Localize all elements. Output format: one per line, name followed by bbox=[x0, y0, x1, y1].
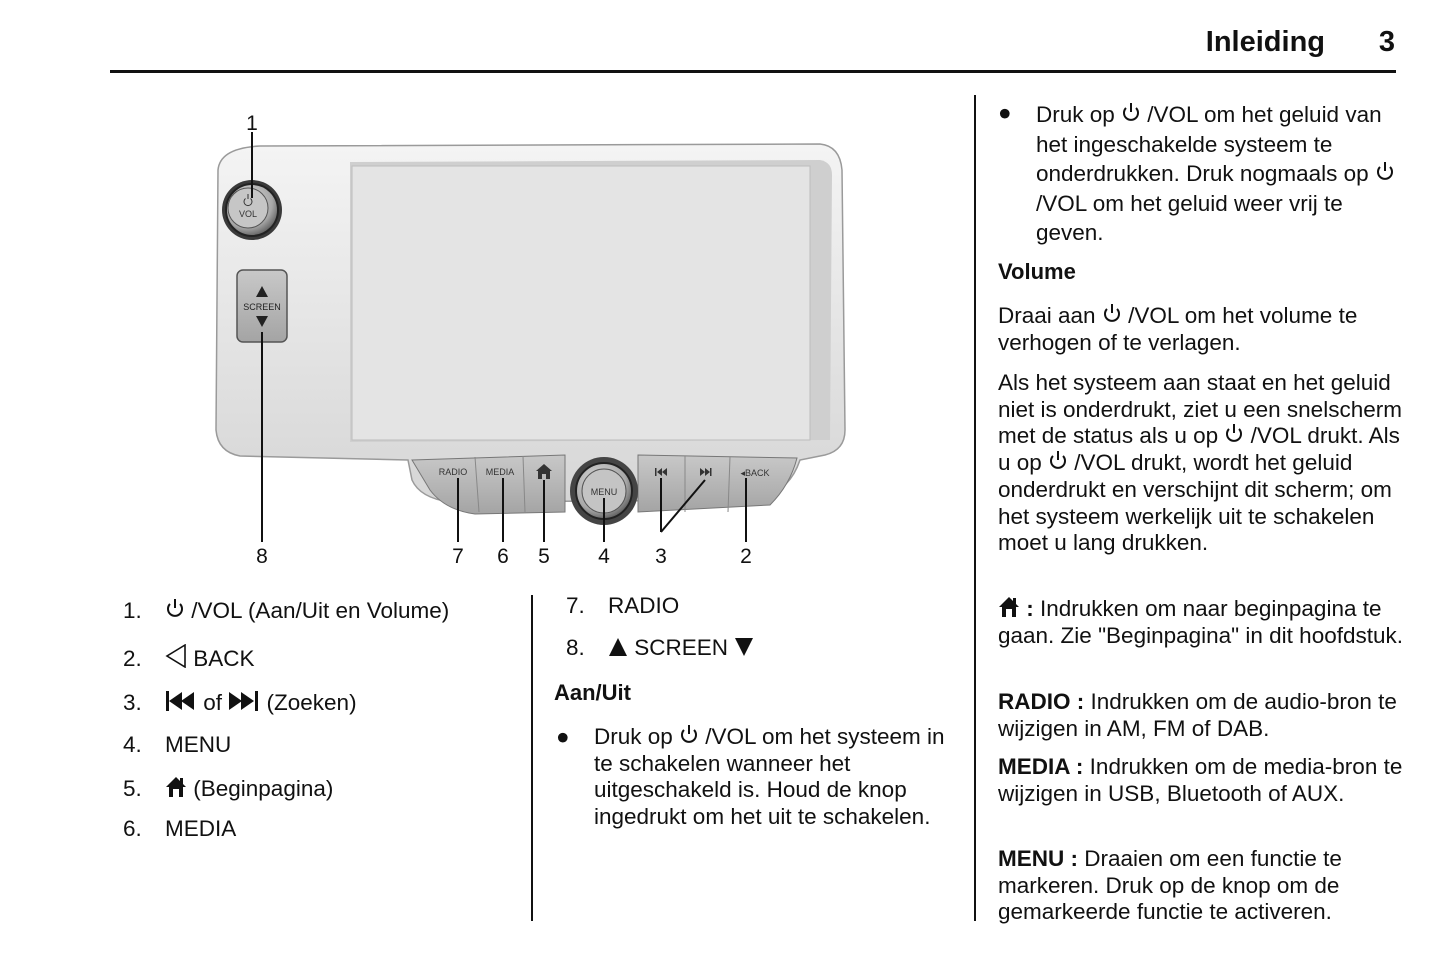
infotainment-figure: VOL SCREEN RADIO MEDIA ◂BACK MENU 1 bbox=[215, 112, 846, 568]
legend-item: 7.RADIO bbox=[566, 593, 680, 618]
home-icon bbox=[536, 464, 552, 479]
volume-paragraph-2: Als het systeem aan staat en het geluid … bbox=[998, 370, 1402, 556]
legend-item: 3. of (Zoeken) bbox=[123, 690, 357, 715]
radio-button: RADIO bbox=[439, 467, 468, 477]
callout-lines bbox=[251, 132, 747, 542]
column-divider bbox=[531, 595, 533, 921]
callout-2: 2 bbox=[740, 545, 752, 568]
power-icon bbox=[167, 599, 183, 617]
power-icon bbox=[1050, 451, 1066, 469]
screen-button-label: SCREEN bbox=[243, 302, 281, 312]
power-icon bbox=[1123, 103, 1139, 121]
up-triangle-icon bbox=[256, 286, 268, 297]
home-icon bbox=[999, 597, 1019, 617]
home-icon bbox=[166, 777, 186, 797]
media-description: MEDIA : Indrukken om de media-bron te wi… bbox=[998, 754, 1403, 806]
legend-item: 8. SCREEN bbox=[566, 635, 754, 661]
header-rule bbox=[110, 70, 1396, 73]
page-number: 3 bbox=[1378, 26, 1395, 58]
seek-forward-icon bbox=[229, 691, 259, 711]
column-divider bbox=[974, 95, 976, 921]
legend-item: 6.MEDIA bbox=[123, 816, 237, 841]
button-strip-left bbox=[411, 454, 566, 515]
callout-3: 3 bbox=[655, 545, 667, 568]
power-icon bbox=[243, 194, 253, 207]
knob-label: VOL bbox=[239, 209, 257, 219]
section-heading-aan-uit: Aan/Uit bbox=[554, 680, 631, 705]
menu-label: MENU bbox=[591, 487, 618, 497]
radio-description: RADIO : Indrukken om de audio-bron te wi… bbox=[998, 689, 1397, 741]
back-button: ◂BACK bbox=[740, 468, 769, 478]
section-title: Inleiding bbox=[1205, 26, 1325, 58]
down-triangle-icon bbox=[256, 316, 268, 327]
seek-back-icon bbox=[655, 468, 667, 476]
menu-description: MENU : Draaien om een functie te markere… bbox=[998, 846, 1342, 925]
down-triangle-icon bbox=[735, 638, 754, 656]
callout-8: 8 bbox=[256, 545, 268, 568]
power-icon bbox=[1103, 304, 1120, 322]
up-triangle-icon bbox=[609, 638, 627, 656]
volume-paragraph-1: Draai aan /VOL om het volume te verhogen… bbox=[998, 303, 1358, 355]
display-screen bbox=[351, 165, 811, 441]
power-icon bbox=[1226, 424, 1243, 443]
power-icon bbox=[681, 725, 697, 743]
back-triangle-icon bbox=[165, 644, 186, 668]
button-strip-right bbox=[637, 454, 798, 513]
power-icon bbox=[1377, 162, 1393, 180]
callout-7: 7 bbox=[452, 545, 464, 568]
seek-back-icon bbox=[166, 691, 194, 711]
callout-5: 5 bbox=[538, 545, 550, 568]
seek-forward-icon bbox=[700, 468, 712, 476]
legend-item: 1. /VOL (Aan/Uit en Volume) bbox=[123, 598, 450, 623]
legend-item: 4.MENU bbox=[123, 732, 232, 757]
section-heading-volume: Volume bbox=[998, 259, 1076, 284]
callout-6: 6 bbox=[497, 545, 509, 568]
home-description: : Indrukken om naar beginpagina te gaan.… bbox=[998, 596, 1403, 648]
media-button: MEDIA bbox=[486, 467, 515, 477]
callout-4: 4 bbox=[598, 545, 610, 568]
callout-1: 1 bbox=[246, 112, 258, 135]
legend-item: 2. BACK bbox=[123, 644, 255, 671]
legend-item: 5. (Beginpagina) bbox=[123, 776, 334, 801]
